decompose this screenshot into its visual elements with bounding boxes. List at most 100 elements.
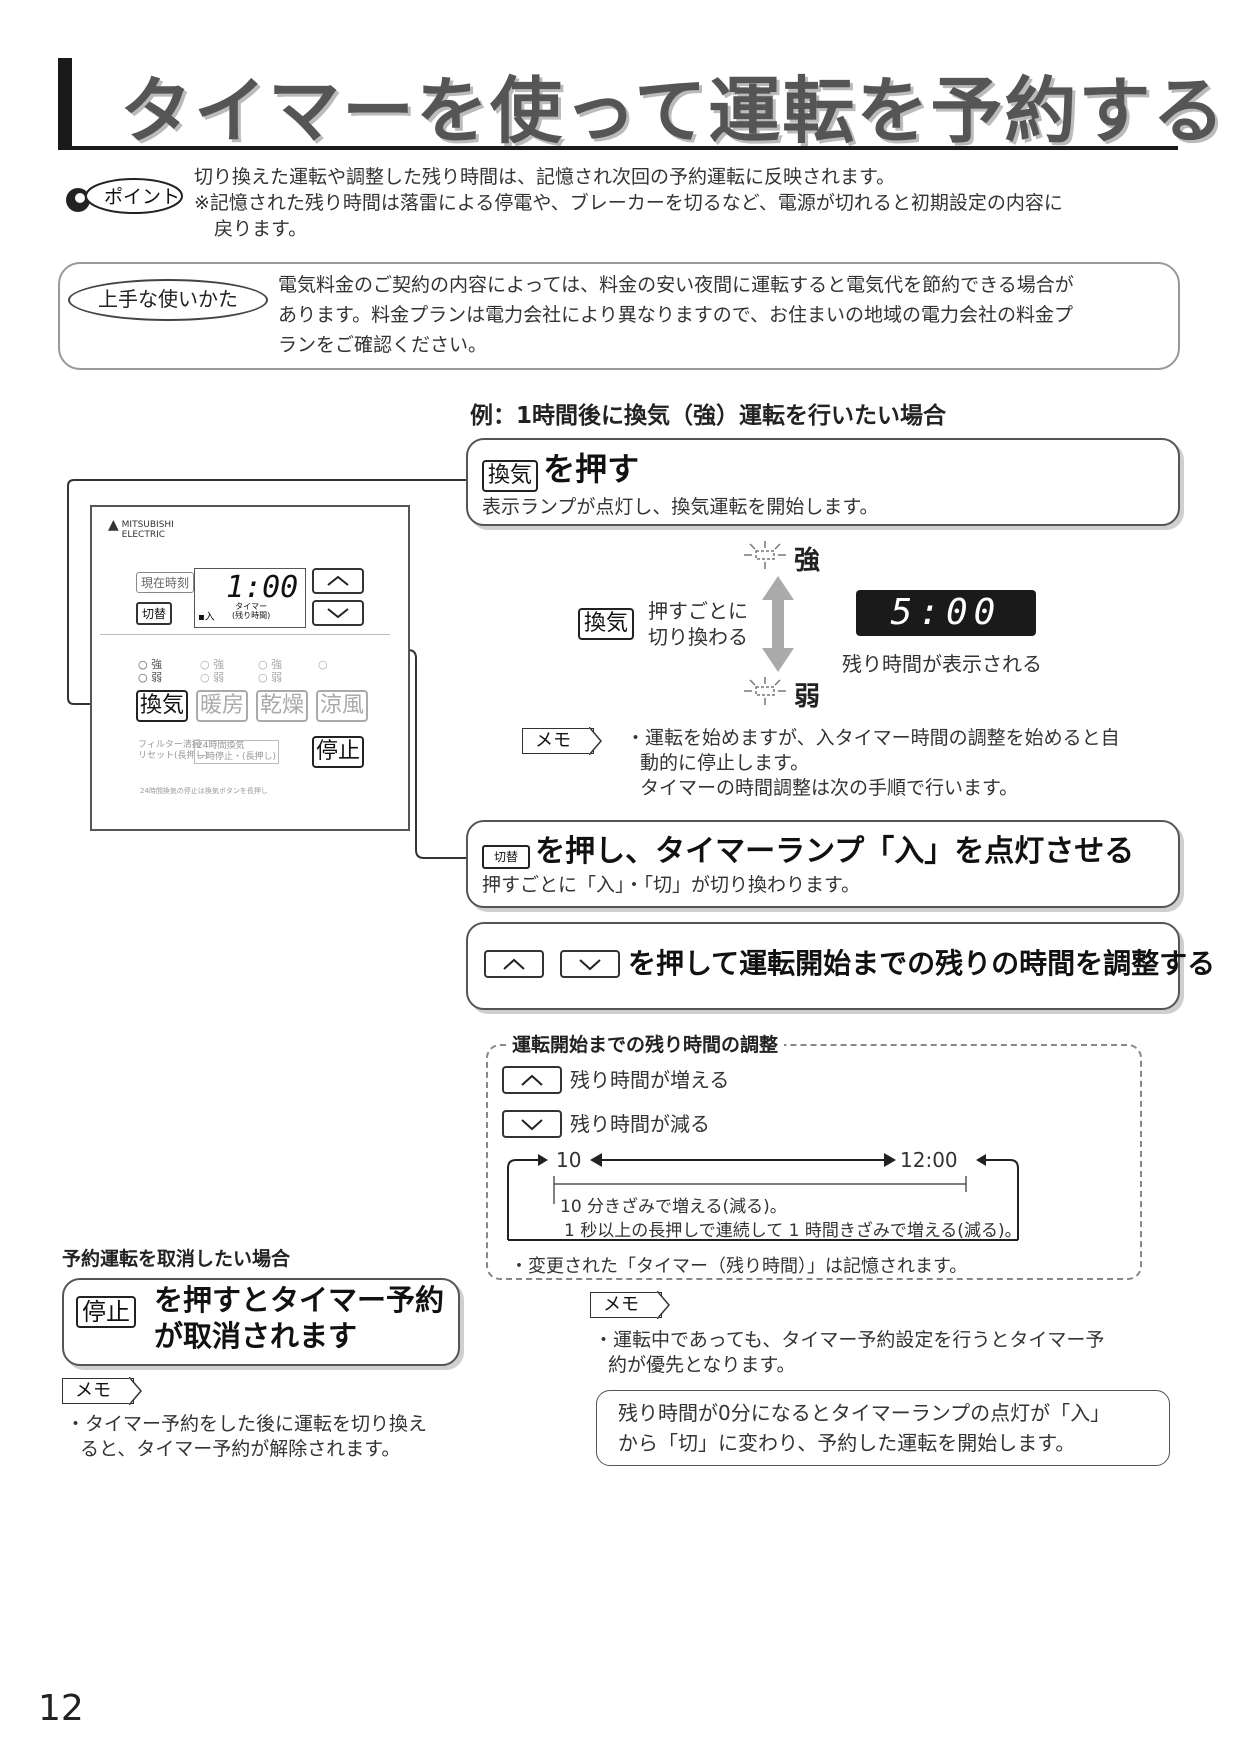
dry-button[interactable]: 乾燥: [256, 690, 309, 722]
remote-lcd-remain-label: (残り時間): [232, 611, 271, 620]
result-line: から「切」に変わり、予約した運転を開始します。: [618, 1431, 1076, 1455]
memo-line: ・運転を始めますが、入タイマー時間の調整を始めると自: [626, 727, 1120, 749]
memo-line: タイマーの時間調整は次の手順で行います。: [640, 777, 1019, 799]
step1-head-row: 換気 を押す: [482, 444, 639, 492]
memo-badge: メモ: [522, 727, 602, 755]
vent-button[interactable]: 換気: [136, 690, 189, 722]
point-badge: [66, 178, 183, 214]
remote-lcd-timer-label: タイマー: [235, 602, 268, 611]
memo2-text: ・運転中であっても、タイマー予約設定を行うとタイマー予 約が優先となります。: [594, 1328, 1184, 1378]
remote-lcd-time: 1:00: [226, 570, 299, 605]
cancel-heading: 予約運転を取消したい場合: [62, 1248, 291, 1270]
toggle-desc: 押すごとに 切り換わる: [648, 598, 748, 650]
memo-arrow-icon: [589, 727, 602, 755]
chevron-down-icon: [327, 608, 349, 619]
cancel-line: を押すとタイマー予約: [154, 1283, 445, 1317]
adjust-note3: ・変更された「タイマー（残り時間）」は記憶されます。: [510, 1256, 968, 1277]
point-line: 切り換えた運転や調整した残り時間は、記憶され次回の予約運転に反映されます。: [194, 166, 896, 188]
toggle-desc-line: 押すごとに: [648, 599, 748, 623]
vent24-label: 24時間換気: [197, 741, 245, 751]
step1-head: を押す: [543, 450, 640, 488]
lamp-on-icon: [744, 541, 786, 569]
remote-lcd-timer: タイマー (残り時間): [232, 602, 270, 620]
remote-logo: ▲ MITSUBISHI ELECTRIC: [108, 517, 174, 540]
toggle-desc-line: 切り換わる: [648, 625, 748, 649]
remote-lcd-on: ▪入: [198, 612, 215, 623]
cancel-line: が取消されます: [154, 1319, 358, 1353]
led-group-vent: ○ 強 ○ 弱: [138, 658, 163, 684]
remote-lcd: [194, 568, 306, 628]
range-min: 10: [556, 1148, 582, 1172]
result-line: 残り時間が0分になるとタイマーランプの点灯が「入」: [618, 1401, 1111, 1425]
tip-line: 電気料金のご契約の内容によっては、料金の安い夜間に運転すると電気代を節約できる場…: [278, 274, 1074, 296]
led-cool: ○: [318, 658, 328, 671]
adjust-note2: 1 秒以上の長押しで連続して 1 時間きざみで増える(減る)。: [564, 1221, 1022, 1241]
result-text: 残り時間が0分になるとタイマーランプの点灯が「入」 から「切」に変わり、予約した…: [618, 1398, 1110, 1458]
memo-line: ・運転中であっても、タイマー予約設定を行うとタイマー予: [594, 1329, 1105, 1351]
memo-line: ・タイマー予約をした後に運転を切り換え: [66, 1413, 428, 1435]
strong-label: 強: [794, 546, 821, 576]
reset-label: リセット(長押し): [138, 751, 209, 761]
stop-button[interactable]: 停止: [312, 736, 365, 768]
tip-box: [58, 262, 1180, 370]
up-key-icon: [484, 950, 544, 978]
toggle-key-wrap: 換気: [578, 608, 635, 640]
chevron-up-icon: [327, 575, 349, 586]
memo-line: 約が優先となります。: [608, 1354, 796, 1376]
memo-line: 動的に停止します。: [640, 752, 810, 774]
led-weak-label: 弱: [213, 671, 225, 684]
remote-footnote: 24時間換気の停止は換気ボタンを長押し: [140, 787, 268, 795]
adjust-title: 運転開始までの残り時間の調整: [506, 1030, 785, 1057]
led-strong-label: 強: [213, 658, 225, 671]
step2-head-row: 切替 を押し、タイマーランプ「入」を点灯させる: [482, 826, 1134, 870]
remote-divider: [100, 634, 390, 635]
memo3-badge-wrap: メモ: [62, 1377, 142, 1405]
led-group-dry: ○ 強 ○ 弱: [258, 658, 283, 684]
cool-button[interactable]: 涼風: [316, 690, 369, 722]
step2-sub: 押すごとに「入」・「切」が切り換わります。: [482, 874, 861, 896]
memo2-badge-wrap: メモ: [590, 1291, 670, 1319]
step3-head: を押して運転開始までの残りの時間を調整する: [628, 947, 1216, 980]
clock-button[interactable]: 現在時刻: [136, 572, 195, 593]
tip-line: ランをご確認ください。: [278, 334, 488, 356]
step2-box: [466, 820, 1180, 908]
title-rule: [58, 146, 1178, 150]
point-label: ポイント: [104, 186, 181, 208]
tip-badge: 上手な使いかた: [68, 279, 268, 321]
vent24-sub-label: 一時停止・(長押し): [197, 752, 277, 762]
down-button[interactable]: [312, 600, 364, 626]
down-key-icon: [502, 1110, 562, 1138]
filter-button[interactable]: フィルター清掃 リセット(長押し): [138, 740, 208, 762]
memo3-text: ・タイマー予約をした後に運転を切り換え ると、タイマー予約が解除されます。: [66, 1412, 486, 1462]
adjust-box: [486, 1044, 1142, 1280]
page-number: 12: [38, 1688, 84, 1729]
step1-box: [466, 438, 1180, 526]
tip-line: あります。料金プランは電力会社により異なりますので、お住まいの地域の電力会社の料…: [278, 304, 1073, 326]
memo-line: ると、タイマー予約が解除されます。: [80, 1438, 401, 1460]
led-weak-label: 弱: [151, 671, 163, 684]
adjust-down-text: 残り時間が減る: [570, 1112, 710, 1136]
led-strong-label: 強: [271, 658, 283, 671]
up-key-icon: [502, 1066, 562, 1094]
range-diagram: [507, 1153, 1019, 1241]
vent-key-icon: 換気: [578, 608, 635, 640]
memo1-badge-wrap: メモ: [522, 727, 602, 755]
weak-label: 弱: [794, 682, 821, 712]
memo-badge-label: メモ: [75, 1380, 111, 1401]
memo-badge: メモ: [590, 1291, 670, 1319]
range-max: 12:00: [900, 1148, 958, 1172]
up-button[interactable]: [312, 568, 364, 594]
remote-control: [90, 505, 410, 831]
remote-logo-text: MITSUBISHI: [121, 520, 174, 530]
led-weak-label: 弱: [271, 671, 283, 684]
vent24-button[interactable]: 24時間換気 一時停止・(長押し): [194, 740, 280, 764]
memo1-text: ・運転を始めますが、入タイマー時間の調整を始めると自 動的に停止します。 タイマ…: [626, 726, 1186, 801]
switch-button[interactable]: 切替: [136, 602, 173, 625]
memo-badge: メモ: [62, 1377, 142, 1405]
down-key-icon: [560, 950, 620, 978]
tip-text: 電気料金のご契約の内容によっては、料金の安い夜間に運転すると電気代を節約できる場…: [278, 270, 1168, 360]
display-caption: 残り時間が表示される: [842, 652, 1042, 676]
filter-label: フィルター清掃: [138, 740, 201, 750]
heat-button[interactable]: 暖房: [196, 690, 249, 722]
step1-sub: 表示ランプが点灯し、換気運転を開始します。: [482, 496, 879, 518]
